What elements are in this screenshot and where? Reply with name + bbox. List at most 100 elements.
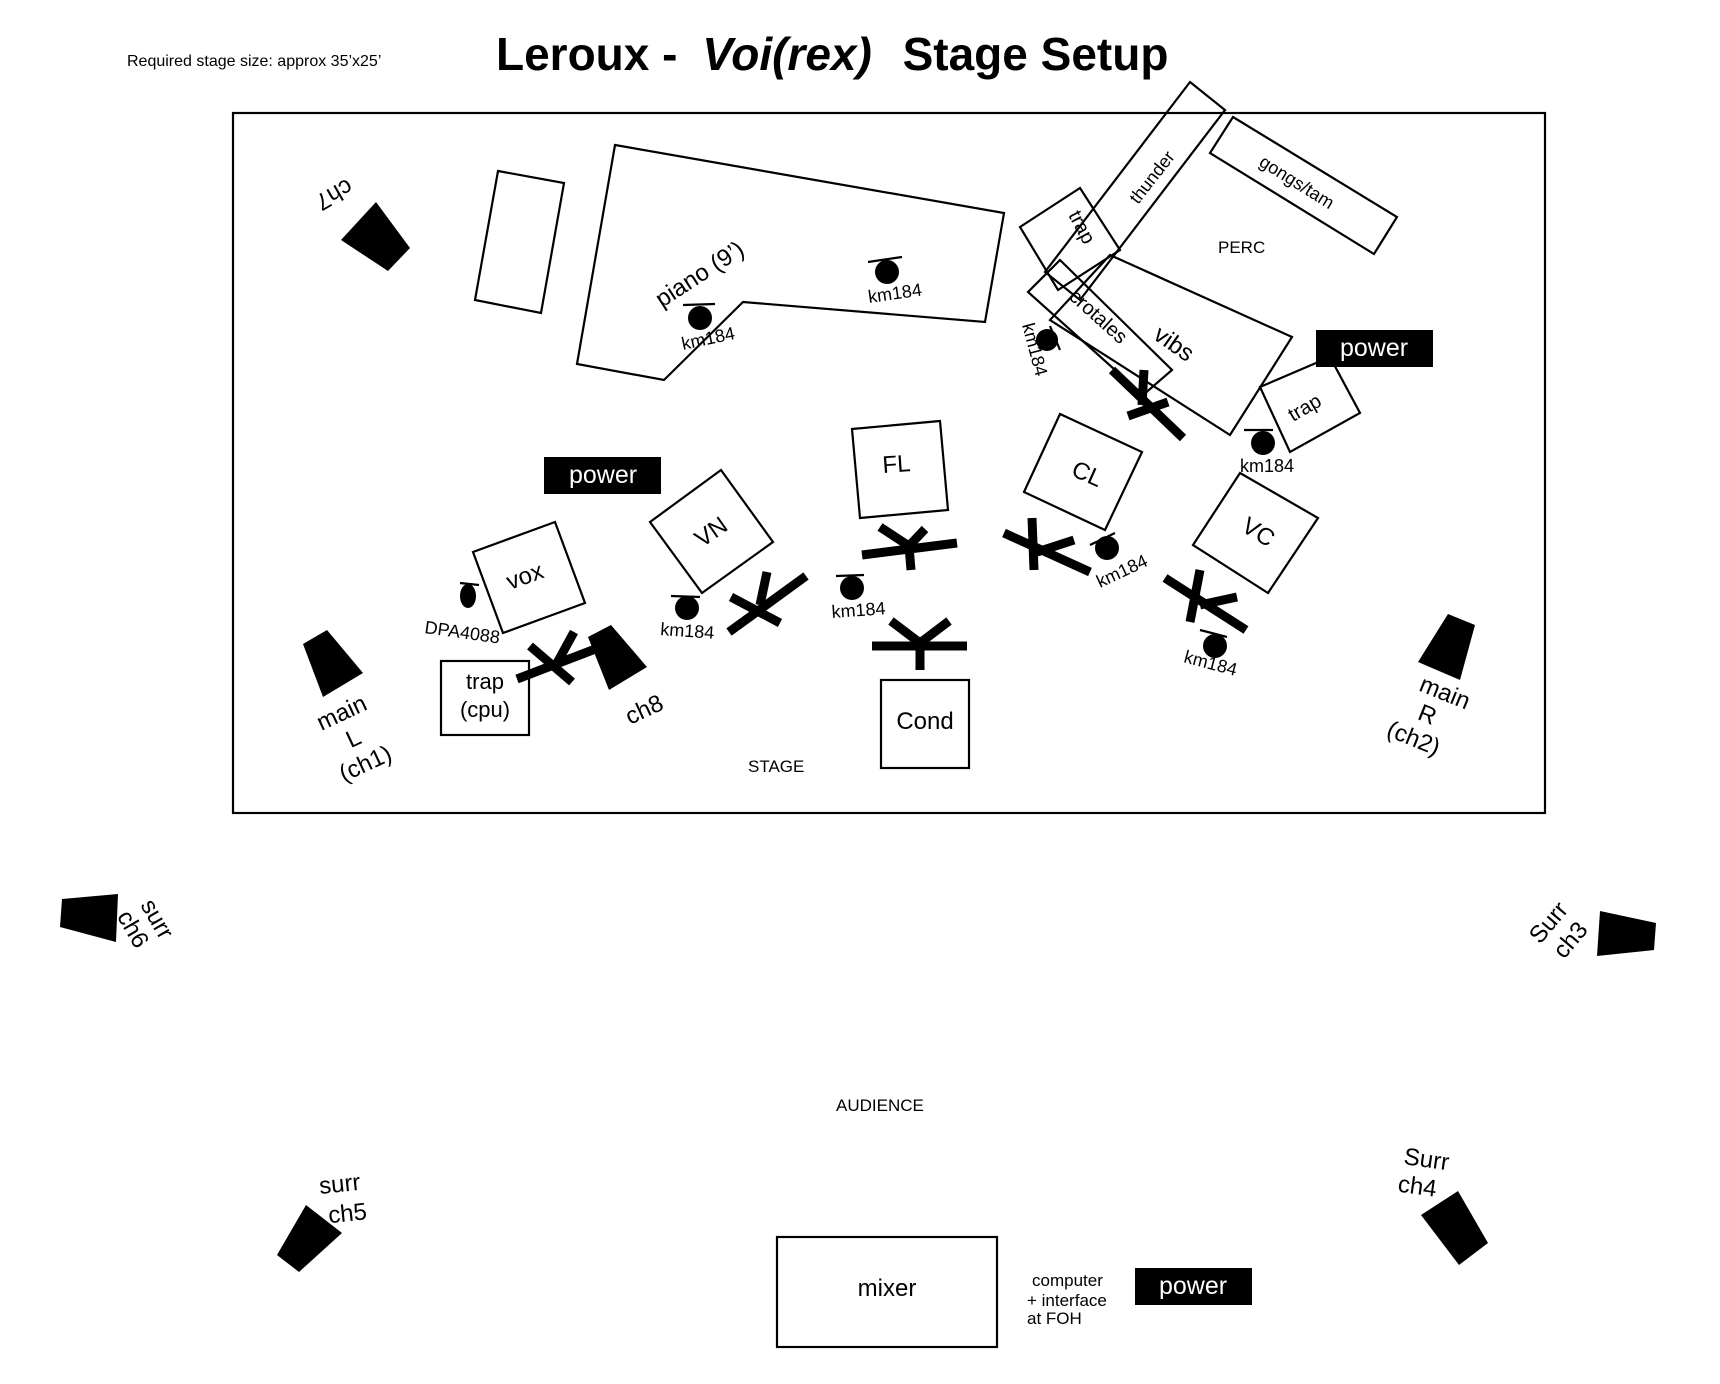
stage-label: STAGE	[748, 757, 804, 776]
mic-piano-2: km184	[867, 255, 923, 307]
mic-bar	[1048, 325, 1062, 351]
mic-fl-label: km184	[831, 598, 886, 622]
power-label-stage: power	[569, 461, 637, 489]
music-stand-fl	[861, 523, 958, 571]
speaker-main-right-label: main R (ch2)	[1383, 671, 1474, 762]
vocal-position	[471, 520, 587, 635]
vn-label: VN	[690, 512, 733, 553]
vibs-label: vibs	[1149, 321, 1199, 368]
mic-capsule	[460, 584, 476, 608]
svg-text:surr: surr	[318, 1169, 362, 1200]
mic-capsule	[675, 596, 699, 620]
speaker-surr-ch4-label: Surr ch4	[1396, 1143, 1451, 1203]
vc-label: VC	[1237, 512, 1280, 553]
music-stand-vc	[1162, 569, 1249, 634]
mic-vn-label: km184	[660, 619, 715, 643]
speaker-surr-ch6	[60, 894, 118, 942]
svg-text:ch5: ch5	[327, 1198, 368, 1229]
speaker-ch8	[588, 625, 647, 690]
cl-label: CL	[1068, 456, 1107, 493]
power-box-foh	[1135, 1268, 1252, 1305]
mic-dpa-vox: DPA4088	[423, 581, 501, 647]
foh-note-1: computer	[1032, 1271, 1103, 1290]
mic-bar	[867, 255, 903, 264]
cello-position	[1191, 471, 1320, 595]
mic-capsule	[1203, 634, 1227, 658]
trap-cpu-label-1: trap	[466, 669, 504, 694]
power-label-foh: power	[1159, 1272, 1227, 1300]
mixer-label: mixer	[858, 1275, 917, 1302]
title-suffix: Stage Setup	[903, 28, 1169, 80]
cond-label: Cond	[896, 708, 953, 735]
trap-lower-label: trap	[1285, 390, 1326, 426]
clarinet-position	[1022, 412, 1144, 532]
gongs-label: gongs/tam	[1256, 151, 1338, 213]
mic-bar	[682, 302, 716, 307]
music-stand-vox	[515, 629, 600, 686]
mic-perc: km184	[1018, 321, 1062, 378]
mic-piano-1-label: km184	[680, 323, 737, 354]
fl-label: FL	[882, 450, 912, 479]
speaker-surr-ch3	[1597, 911, 1656, 956]
music-stand-vn	[726, 571, 809, 636]
mic-capsule	[840, 576, 864, 600]
trap-cpu-table	[439, 659, 531, 737]
mic-capsule	[1095, 536, 1119, 560]
power-box-stage	[544, 457, 661, 494]
speaker-ch7	[341, 202, 410, 271]
speaker-main-right	[1418, 614, 1475, 680]
mic-fl: km184	[831, 573, 886, 622]
mic-dpa-label: DPA4088	[423, 617, 501, 647]
svg-text:L: L	[342, 724, 366, 754]
perc-label: PERC	[1218, 238, 1265, 257]
vox-label: vox	[503, 557, 547, 595]
mic-piano-2-label: km184	[867, 280, 923, 307]
foh-note-2: + interface	[1027, 1291, 1107, 1310]
speaker-ch7-label: ch7	[310, 173, 357, 216]
speaker-main-left	[303, 630, 363, 697]
page-title: Leroux - Voi(rex) Stage Setup	[496, 28, 1168, 80]
music-stand-cond	[872, 617, 967, 670]
power-label-perc: power	[1340, 334, 1408, 362]
svg-text:(ch2): (ch2)	[1383, 716, 1444, 762]
mic-piano-1: km184	[680, 302, 737, 354]
music-stand-perc	[1108, 366, 1187, 442]
svg-text:ch4: ch4	[1396, 1171, 1438, 1203]
flute-position	[850, 419, 950, 520]
violin-position	[648, 468, 775, 595]
mic-capsule	[688, 306, 712, 330]
speaker-surr-ch5-label: surr ch5	[318, 1169, 368, 1229]
mic-bar	[459, 581, 480, 587]
mic-capsule	[1251, 431, 1275, 455]
mic-vn: km184	[660, 594, 715, 643]
foh-note-3: at FOH	[1027, 1309, 1082, 1328]
mic-perc-lower-label: km184	[1240, 456, 1294, 476]
mic-bar	[1089, 532, 1116, 546]
power-box-perc	[1316, 330, 1433, 367]
mic-vc: km184	[1182, 628, 1239, 680]
mic-cl: km184	[1089, 532, 1151, 592]
title-piece: Voi(rex)	[702, 28, 872, 80]
speaker-surr-ch5	[277, 1205, 342, 1272]
speaker-surr-ch6-label: surr ch6	[111, 895, 179, 953]
mic-bar	[670, 594, 701, 599]
svg-text:Surr: Surr	[1402, 1143, 1451, 1176]
title-composer: Leroux -	[496, 28, 677, 80]
gongs-tam	[1208, 115, 1399, 256]
conductor-position	[879, 678, 971, 770]
speaker-main-left-label: main L (ch1)	[313, 690, 396, 788]
piano-label: piano (9’)	[651, 236, 750, 313]
music-stand-cl	[1002, 517, 1092, 577]
speaker-surr-ch4	[1421, 1191, 1488, 1265]
trap-table-upper	[1018, 186, 1122, 292]
piano	[575, 143, 1006, 382]
mixer	[775, 1235, 999, 1349]
crotales	[1026, 258, 1174, 397]
trap-table-lower	[1258, 355, 1362, 454]
audience-label: AUDIENCE	[836, 1096, 924, 1115]
mic-bar	[1199, 628, 1228, 639]
speaker-surr-ch3-label: Surr ch3	[1524, 897, 1594, 964]
vibraphone	[1048, 253, 1294, 437]
trap-cpu-label-2: (cpu)	[460, 697, 510, 722]
